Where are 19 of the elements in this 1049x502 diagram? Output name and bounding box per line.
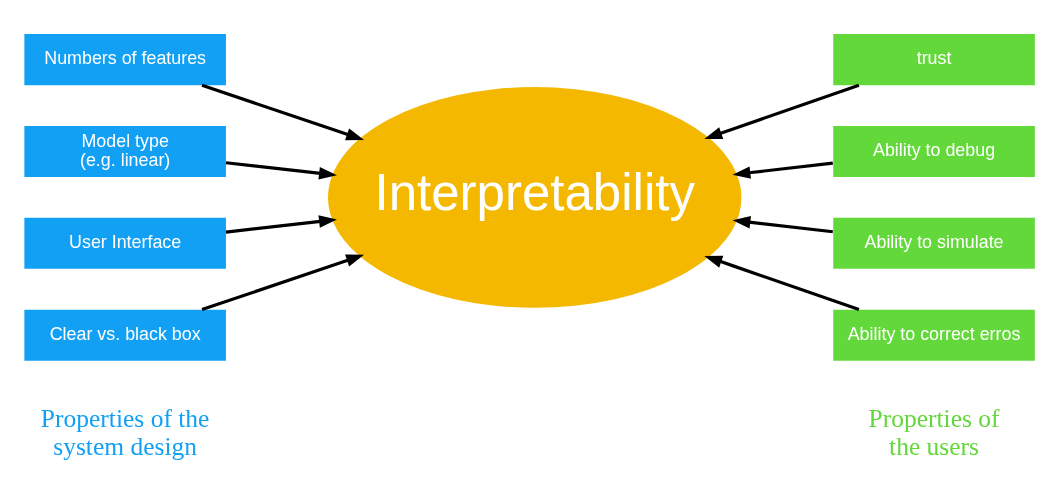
label: Properties of the system design bbox=[40, 404, 210, 462]
arrow bbox=[201, 254, 365, 312]
arrow bbox=[704, 255, 860, 312]
arrow bbox=[732, 161, 833, 179]
arrow bbox=[201, 83, 365, 141]
arrow bbox=[225, 161, 337, 180]
node-box: trust bbox=[833, 34, 1035, 86]
node-box: Ability to debug bbox=[833, 125, 1035, 177]
label: Properties of the users bbox=[868, 404, 1000, 462]
node-box: Ability to simulate bbox=[833, 217, 1035, 269]
arrow bbox=[704, 83, 860, 139]
node-box: Ability to correct erros bbox=[833, 309, 1035, 361]
node-box: User Interface bbox=[24, 217, 226, 269]
node-ellipse: Interpretability bbox=[328, 87, 742, 308]
arrow bbox=[225, 215, 337, 234]
node-box: Model type (e.g. linear) bbox=[24, 125, 226, 177]
node-box: Numbers of features bbox=[24, 34, 226, 86]
arrow bbox=[732, 216, 833, 234]
node-box: Clear vs. black box bbox=[24, 309, 226, 361]
